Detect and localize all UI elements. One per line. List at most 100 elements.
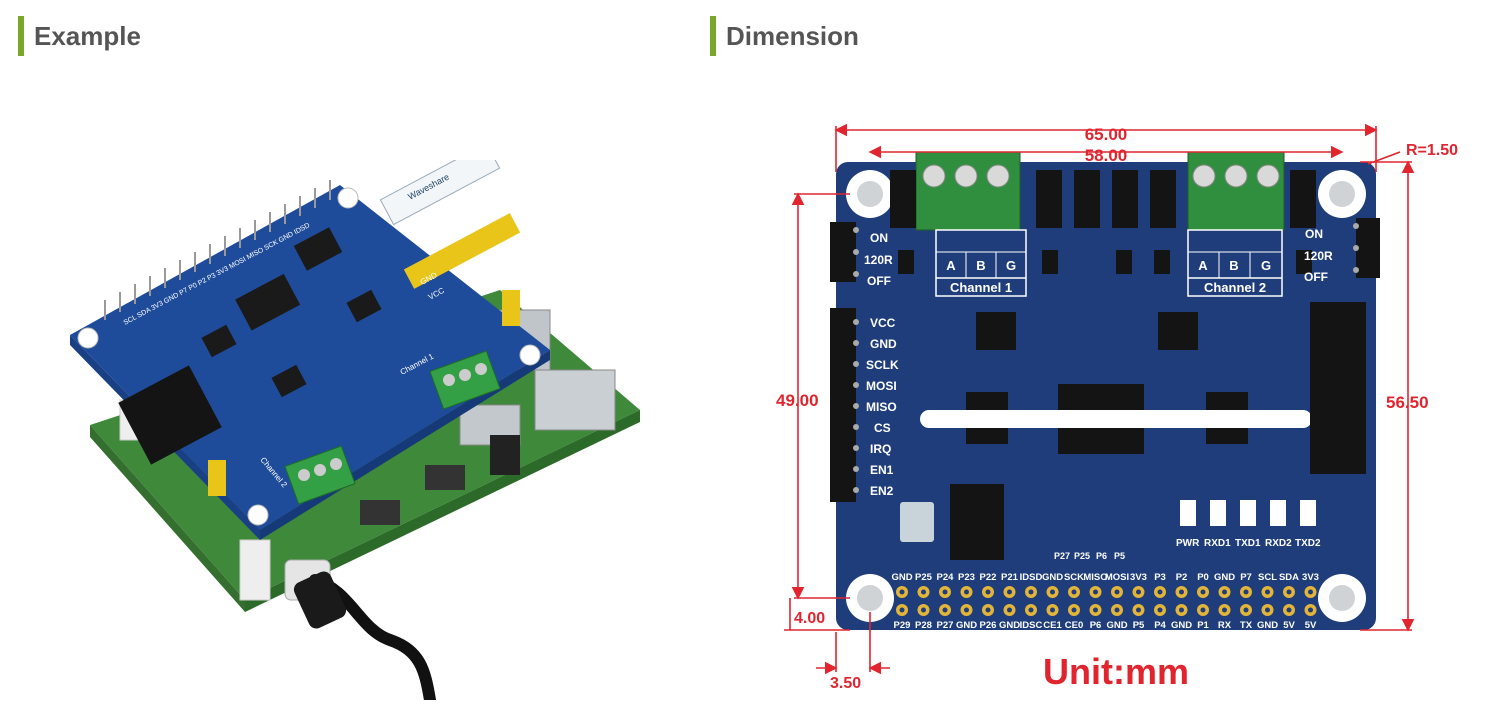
gpio-pin-label: GND [891,572,912,583]
jumper-off-right: OFF [1304,270,1328,284]
gpio-pin-label: GND [999,620,1020,631]
gpio-pin-label: GND [1214,572,1235,583]
pin-label-gnd: GND [870,337,897,351]
usb-cable [284,559,436,700]
gpio-pad-hole [1114,589,1120,595]
gpio-pad-hole [1093,589,1098,595]
example-header: Example [18,16,141,56]
gpio-pad-hole [921,589,926,595]
gpio-pin-label: P29 [894,620,911,631]
dimension-width-inner: 58.00 [1085,146,1128,165]
jumper-120r-right: 120R [1304,249,1333,263]
led-label-txd1: TXD1 [1235,538,1261,549]
gpio-pin-label: P5 [1133,620,1145,631]
gpio-pin-label: 5V [1305,620,1317,631]
gpio-pad-hole [985,607,991,613]
led-label-rxd2: RXD2 [1265,538,1292,549]
gpio-pad-hole [1286,589,1292,595]
gpio-pin-label: P0 [1197,572,1209,583]
isolated-power-module [1310,302,1366,474]
gpio-pin-label: SCL [1258,572,1277,583]
jumper-on-right: ON [1305,227,1323,241]
terminal-letter: A [1198,258,1208,273]
small-label: P5 [1114,551,1125,561]
gpio-pad-hole [899,589,905,595]
gpio-pad-hole [921,607,926,613]
led-label-txd2: TXD2 [1295,538,1321,549]
dimension-offset-x: 3.50 [830,675,861,692]
gpio-pin-label: GND [1171,620,1192,631]
gpio-pad-hole [899,607,905,613]
channel2-label: Channel 2 [1204,280,1266,295]
pin-label-miso: MISO [866,400,897,414]
terminal-block-ch2 [1187,151,1285,231]
accent-bar [18,16,24,56]
gpio-pads [896,586,1317,616]
gpio-pad-hole [1179,589,1184,595]
rs485-can-hat: SCL SDA 3V3 GND P7 P0 P2 P3 3V3 MOSI MIS… [70,160,550,540]
pin-label-cs: CS [874,421,891,435]
gpio-pad-hole [1028,607,1034,613]
gpio-pad-hole [1222,589,1227,595]
gpio-pin-label: IDSD [1020,572,1043,583]
gpio-pin-label: MOSI [1105,572,1129,583]
terminal-letter: A [946,258,956,273]
jumper-off-left: OFF [867,274,891,288]
gpio-pad-hole [1157,589,1163,595]
terminal-letter: B [1229,258,1238,273]
gpio-pin-label: P27 [937,620,954,631]
gpio-pin-label: P21 [1001,572,1019,583]
gpio-pad-hole [942,589,948,595]
channel2-box: A B G Channel 2 [1187,229,1283,297]
gpio-pin-label: P1 [1197,620,1209,631]
gpio-pin-label: 3V3 [1130,572,1147,583]
gpio-pin-label: P23 [958,572,975,583]
dimension-lines [784,123,1415,675]
gpio-pad-hole [1265,607,1270,613]
dimension-offset-y: 4.00 [794,610,825,627]
product-photo: SCL SDA 3V3 GND P7 P0 P2 P3 3V3 MOSI MIS… [70,160,640,700]
gpio-pin-label: GND [956,620,977,631]
gpio-pad-hole [1308,589,1313,595]
gpio-pin-label: P3 [1154,572,1166,583]
gpio-pad-hole [1179,607,1184,613]
right-jumper [1353,218,1380,278]
gpio-pad-hole [1222,607,1227,613]
dimension-diagram: A B G Channel 1 A B G Channel 2 ON 120R [776,123,1458,692]
unit-label: Unit:mm [1043,651,1189,692]
gpio-pin-label: GND [1042,572,1063,583]
gpio-pad-hole [964,607,969,613]
gpio-pin-label: IDSC [1020,620,1043,631]
gpio-pad-hole [1200,607,1206,613]
channel1-box: A B G Channel 1 [935,229,1027,297]
gpio-pin-label: P24 [937,572,955,583]
small-label: P25 [1074,551,1090,561]
gpio-pad-hole [942,607,948,613]
dimension-height-outer: 56.50 [1386,393,1429,412]
gpio-pad-hole [1028,589,1034,595]
gpio-pin-label: P25 [915,572,933,583]
gpio-pad-hole [1050,607,1055,613]
gpio-pad-hole [1200,589,1206,595]
gpio-pin-label: TX [1240,620,1253,631]
channel1-label: Channel 1 [950,280,1012,295]
gpio-pad-hole [1265,589,1270,595]
terminal-letter: B [976,258,985,273]
gpio-pad-hole [1157,607,1163,613]
gpio-pin-label: SDA [1279,572,1299,583]
gpio-pin-label: SCK [1064,572,1084,583]
gpio-pin-label: 3V3 [1302,572,1319,583]
gpio-pad-hole [1286,607,1292,613]
dimension-header: Dimension [710,16,859,56]
gpio-pad-hole [1136,607,1141,613]
terminal-letter: G [1006,258,1016,273]
gpio-pad-hole [964,589,969,595]
spi-header [830,308,856,502]
pin-label-irq: IRQ [870,442,891,456]
gpio-pin-label: 5V [1283,620,1295,631]
gpio-pad-hole [1007,589,1012,595]
dimension-title: Dimension [726,20,859,51]
terminal-block-ch1 [915,151,1021,231]
